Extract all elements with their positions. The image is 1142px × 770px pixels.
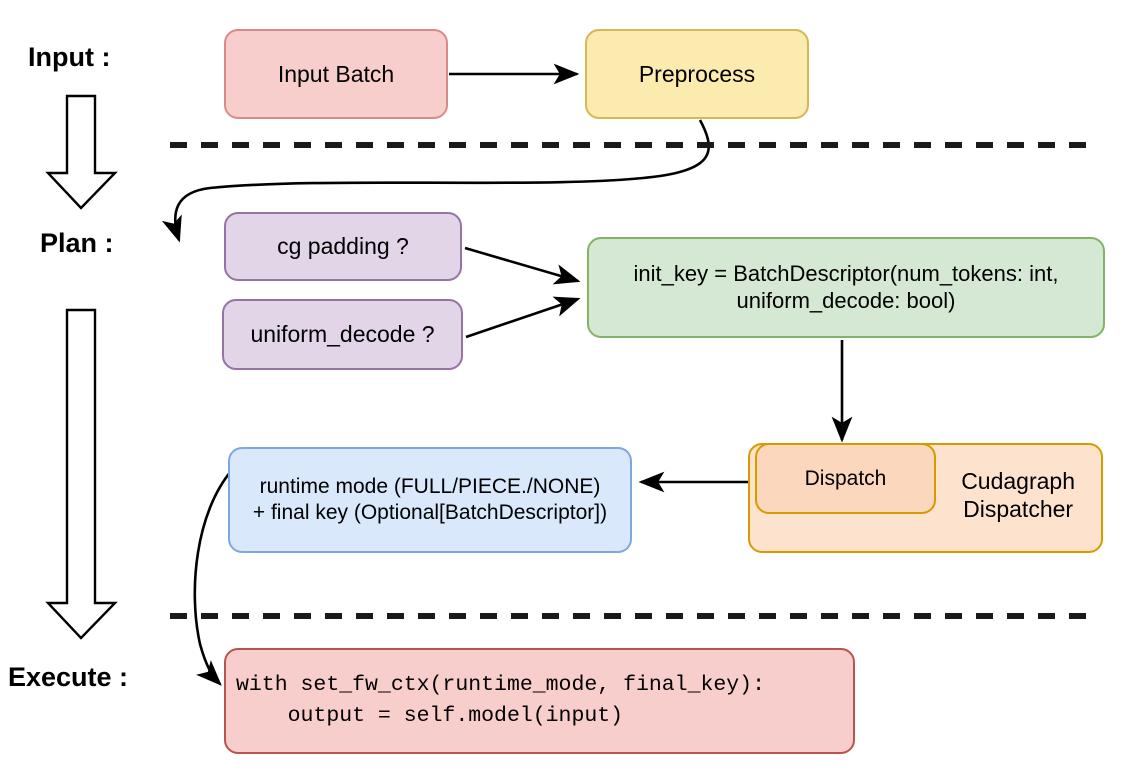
node-code-block-text: with set_fw_ctx(runtime_mode, final_key)… bbox=[236, 672, 765, 728]
node-preprocess-label: Preprocess bbox=[638, 60, 756, 87]
node-preprocess[interactable]: Preprocess bbox=[585, 29, 809, 119]
node-init-key[interactable]: init_key = BatchDescriptor(num_tokens: i… bbox=[587, 237, 1105, 338]
node-dispatch[interactable]: Dispatch bbox=[755, 443, 936, 514]
node-dispatch-label: Dispatch bbox=[804, 466, 887, 490]
node-input-batch-label: Input Batch bbox=[277, 60, 395, 87]
node-uniform-decode-label: uniform_decode ? bbox=[250, 321, 435, 348]
stage-label-execute: Execute : bbox=[8, 662, 129, 692]
node-uniform-decode[interactable]: uniform_decode ? bbox=[222, 299, 463, 370]
node-runtime-mode-label: runtime mode (FULL/PIECE./NONE) + final … bbox=[252, 475, 608, 524]
stage-label-plan: Plan : bbox=[40, 228, 114, 258]
node-cudagraph-dispatcher-label: Cudagraph Dispatcher bbox=[961, 468, 1075, 523]
node-cg-padding[interactable]: cg padding ? bbox=[224, 212, 462, 281]
node-input-batch[interactable]: Input Batch bbox=[224, 29, 448, 119]
node-cg-padding-label: cg padding ? bbox=[277, 233, 409, 260]
stage-arrow-plan-to-execute bbox=[45, 308, 118, 640]
node-init-key-label: init_key = BatchDescriptor(num_tokens: i… bbox=[633, 260, 1059, 313]
node-code-block[interactable]: with set_fw_ctx(runtime_mode, final_key)… bbox=[224, 648, 855, 754]
node-runtime-mode[interactable]: runtime mode (FULL/PIECE./NONE) + final … bbox=[228, 447, 632, 553]
stage-label-input: Input : bbox=[28, 42, 111, 72]
edge-cg-padding-to-init-key bbox=[464, 246, 581, 285]
edge-uniform-decode-to-init-key bbox=[465, 296, 581, 339]
stage-arrow-input-to-plan bbox=[45, 94, 118, 210]
